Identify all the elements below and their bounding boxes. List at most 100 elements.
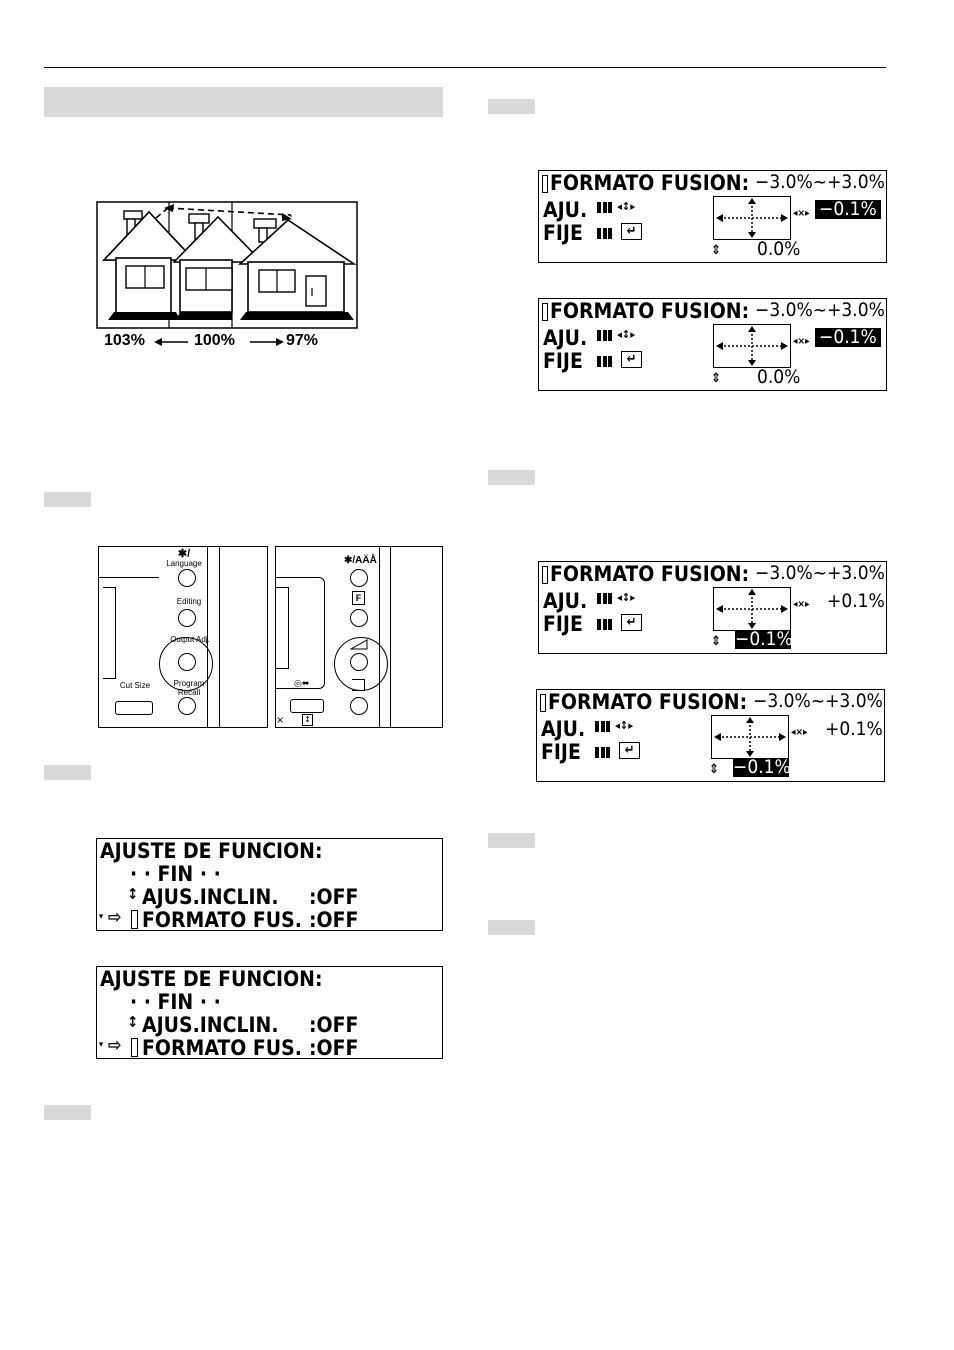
adjust-label: AJU.	[543, 589, 588, 613]
f-icon: F	[352, 591, 365, 605]
enter-key-icon: ↵	[621, 351, 642, 368]
editing-button[interactable]	[350, 609, 368, 627]
horizontal-icon: ◂×▸	[793, 336, 810, 347]
enter-keys-icon	[597, 618, 614, 630]
enter-key-icon: ↵	[621, 223, 642, 240]
editing-button[interactable]	[178, 609, 196, 627]
step-marker	[488, 920, 535, 935]
highlight-circle	[159, 637, 213, 691]
scroll-down-icon: ▾	[99, 912, 104, 922]
label-100: 100%	[194, 332, 235, 349]
adjust-keys-icon: ◂↕▸	[597, 592, 635, 604]
horizontal-value: +0.1%	[827, 590, 885, 612]
set-label: FIJE	[543, 221, 583, 245]
menu-item-skew-value: :OFF	[309, 885, 359, 909]
control-panel-left: ✱/ Language Editing Output Adj. Program …	[98, 546, 268, 728]
format-icon	[542, 303, 548, 321]
menu-item-format-value: :OFF	[309, 1036, 359, 1060]
fusion-format-screen: FORMATO FUSION: −3.0%~+3.0% AJU. ◂↕▸ FIJ…	[538, 561, 887, 654]
menu-item-skew[interactable]: AJUS.INCLIN.	[142, 1013, 279, 1037]
program-recall-label: Program Recall	[173, 679, 205, 697]
adjust-label: AJU.	[543, 326, 588, 350]
horizontal-icon: ◂×▸	[793, 208, 810, 219]
fusion-format-screen: FORMATO FUSION: −3.0%~+3.0% AJU. ◂↕▸ FIJ…	[536, 689, 885, 782]
horizontal-icon: ◂×▸	[793, 599, 810, 610]
editing-label: Editing	[176, 597, 202, 606]
screen-title: AJUSTE DE FUNCION:	[100, 967, 323, 991]
vertical-icon: ⇕	[709, 762, 719, 777]
cursor-arrow-icon: ⇨	[108, 907, 122, 928]
menu-item-format[interactable]: FORMATO FUS.	[142, 1036, 302, 1060]
vertical-value: 0.0%	[757, 366, 801, 388]
stretch-arrows-box	[713, 324, 791, 368]
format-icon	[540, 694, 546, 712]
fusion-format-screen: FORMATO FUSION: −3.0%~+3.0% AJU. ◂↕▸ FIJ…	[538, 298, 887, 391]
menu-item-skew-value: :OFF	[309, 1013, 359, 1037]
section-heading-bar	[44, 87, 443, 117]
stretch-arrows-box	[711, 715, 789, 759]
stretch-arrows-box	[713, 587, 791, 631]
adjust-keys-icon: ◂↕▸	[595, 720, 633, 732]
set-label: FIJE	[541, 740, 581, 764]
panel-line	[99, 577, 159, 578]
language-button[interactable]	[178, 569, 196, 587]
menu-item-fin[interactable]: · · FIN · ·	[130, 990, 221, 1014]
screen-title: FORMATO FUSION:	[550, 562, 750, 586]
label-97: 97%	[286, 332, 319, 349]
houses-drawing	[96, 201, 358, 346]
set-label: FIJE	[543, 612, 583, 636]
step-marker	[488, 99, 535, 114]
menu-item-format-value: :OFF	[309, 908, 359, 932]
skew-icon: ↕	[127, 1013, 139, 1031]
step-marker	[44, 492, 91, 507]
cut-size-key[interactable]	[115, 701, 153, 715]
enter-key-icon: ↵	[619, 742, 640, 759]
menu-item-fin[interactable]: · · FIN · ·	[130, 862, 221, 886]
step-marker	[488, 470, 535, 485]
menu-item-format[interactable]: FORMATO FUS.	[142, 908, 302, 932]
horizontal-value: −0.1%	[815, 200, 881, 219]
range-text: −3.0%~+3.0%	[755, 299, 885, 321]
range-text: −3.0%~+3.0%	[753, 690, 883, 712]
program-recall-button[interactable]	[350, 697, 368, 715]
horizontal-icon: ◂×▸	[791, 727, 808, 738]
language-button[interactable]	[350, 569, 368, 587]
cross-arrows-icon	[716, 198, 788, 238]
screen-title: AJUSTE DE FUNCION:	[100, 839, 323, 863]
format-icon	[131, 1038, 138, 1057]
panel-display-edge	[103, 587, 116, 679]
enter-keys-icon	[595, 746, 612, 758]
cross-arrows-icon	[714, 717, 786, 757]
vertical-icon: ⇕	[711, 243, 721, 258]
adjust-keys-icon: ◂↕▸	[597, 329, 635, 341]
screen-title: FORMATO FUSION:	[550, 299, 750, 323]
cursor-arrow-icon: ⇨	[108, 1035, 122, 1056]
control-panel-right: ✱/AÄÅ F ◎⬌ × ↕	[275, 546, 443, 728]
panel-divider	[219, 547, 220, 727]
screen-title: FORMATO FUSION:	[550, 171, 750, 195]
panel-divider	[379, 547, 380, 727]
enter-key-icon: ↵	[621, 614, 642, 631]
cut-size-icon: ◎⬌	[294, 679, 310, 689]
language-label: ✱/ Language	[166, 548, 202, 569]
vertical-icon: ⇕	[711, 634, 721, 649]
language-symbol-label: ✱/AÄÅ	[344, 555, 377, 566]
fusion-format-screen: FORMATO FUSION: −3.0%~+3.0% AJU. ◂↕▸ FIJ…	[538, 170, 887, 263]
vertical-arrows-icon: ↕	[302, 714, 313, 726]
cut-size-label: Cut Size	[119, 681, 151, 690]
function-adjust-screen-2: AJUSTE DE FUNCION: · · FIN · · ↕ AJUS.IN…	[96, 966, 443, 1059]
horizontal-value: +0.1%	[825, 718, 883, 740]
enter-keys-icon	[597, 355, 614, 367]
format-icon	[542, 175, 548, 193]
range-text: −3.0%~+3.0%	[755, 171, 885, 193]
program-icon	[352, 679, 365, 691]
step-marker	[44, 765, 91, 780]
range-text: −3.0%~+3.0%	[755, 562, 885, 584]
program-recall-button[interactable]	[178, 697, 196, 715]
vertical-value: −0.1%	[735, 628, 793, 650]
cut-size-key[interactable]	[290, 699, 324, 713]
step-marker	[44, 1105, 91, 1120]
skew-icon: ↕	[127, 885, 139, 903]
menu-item-skew[interactable]: AJUS.INCLIN.	[142, 885, 279, 909]
horizontal-value: −0.1%	[815, 328, 881, 347]
